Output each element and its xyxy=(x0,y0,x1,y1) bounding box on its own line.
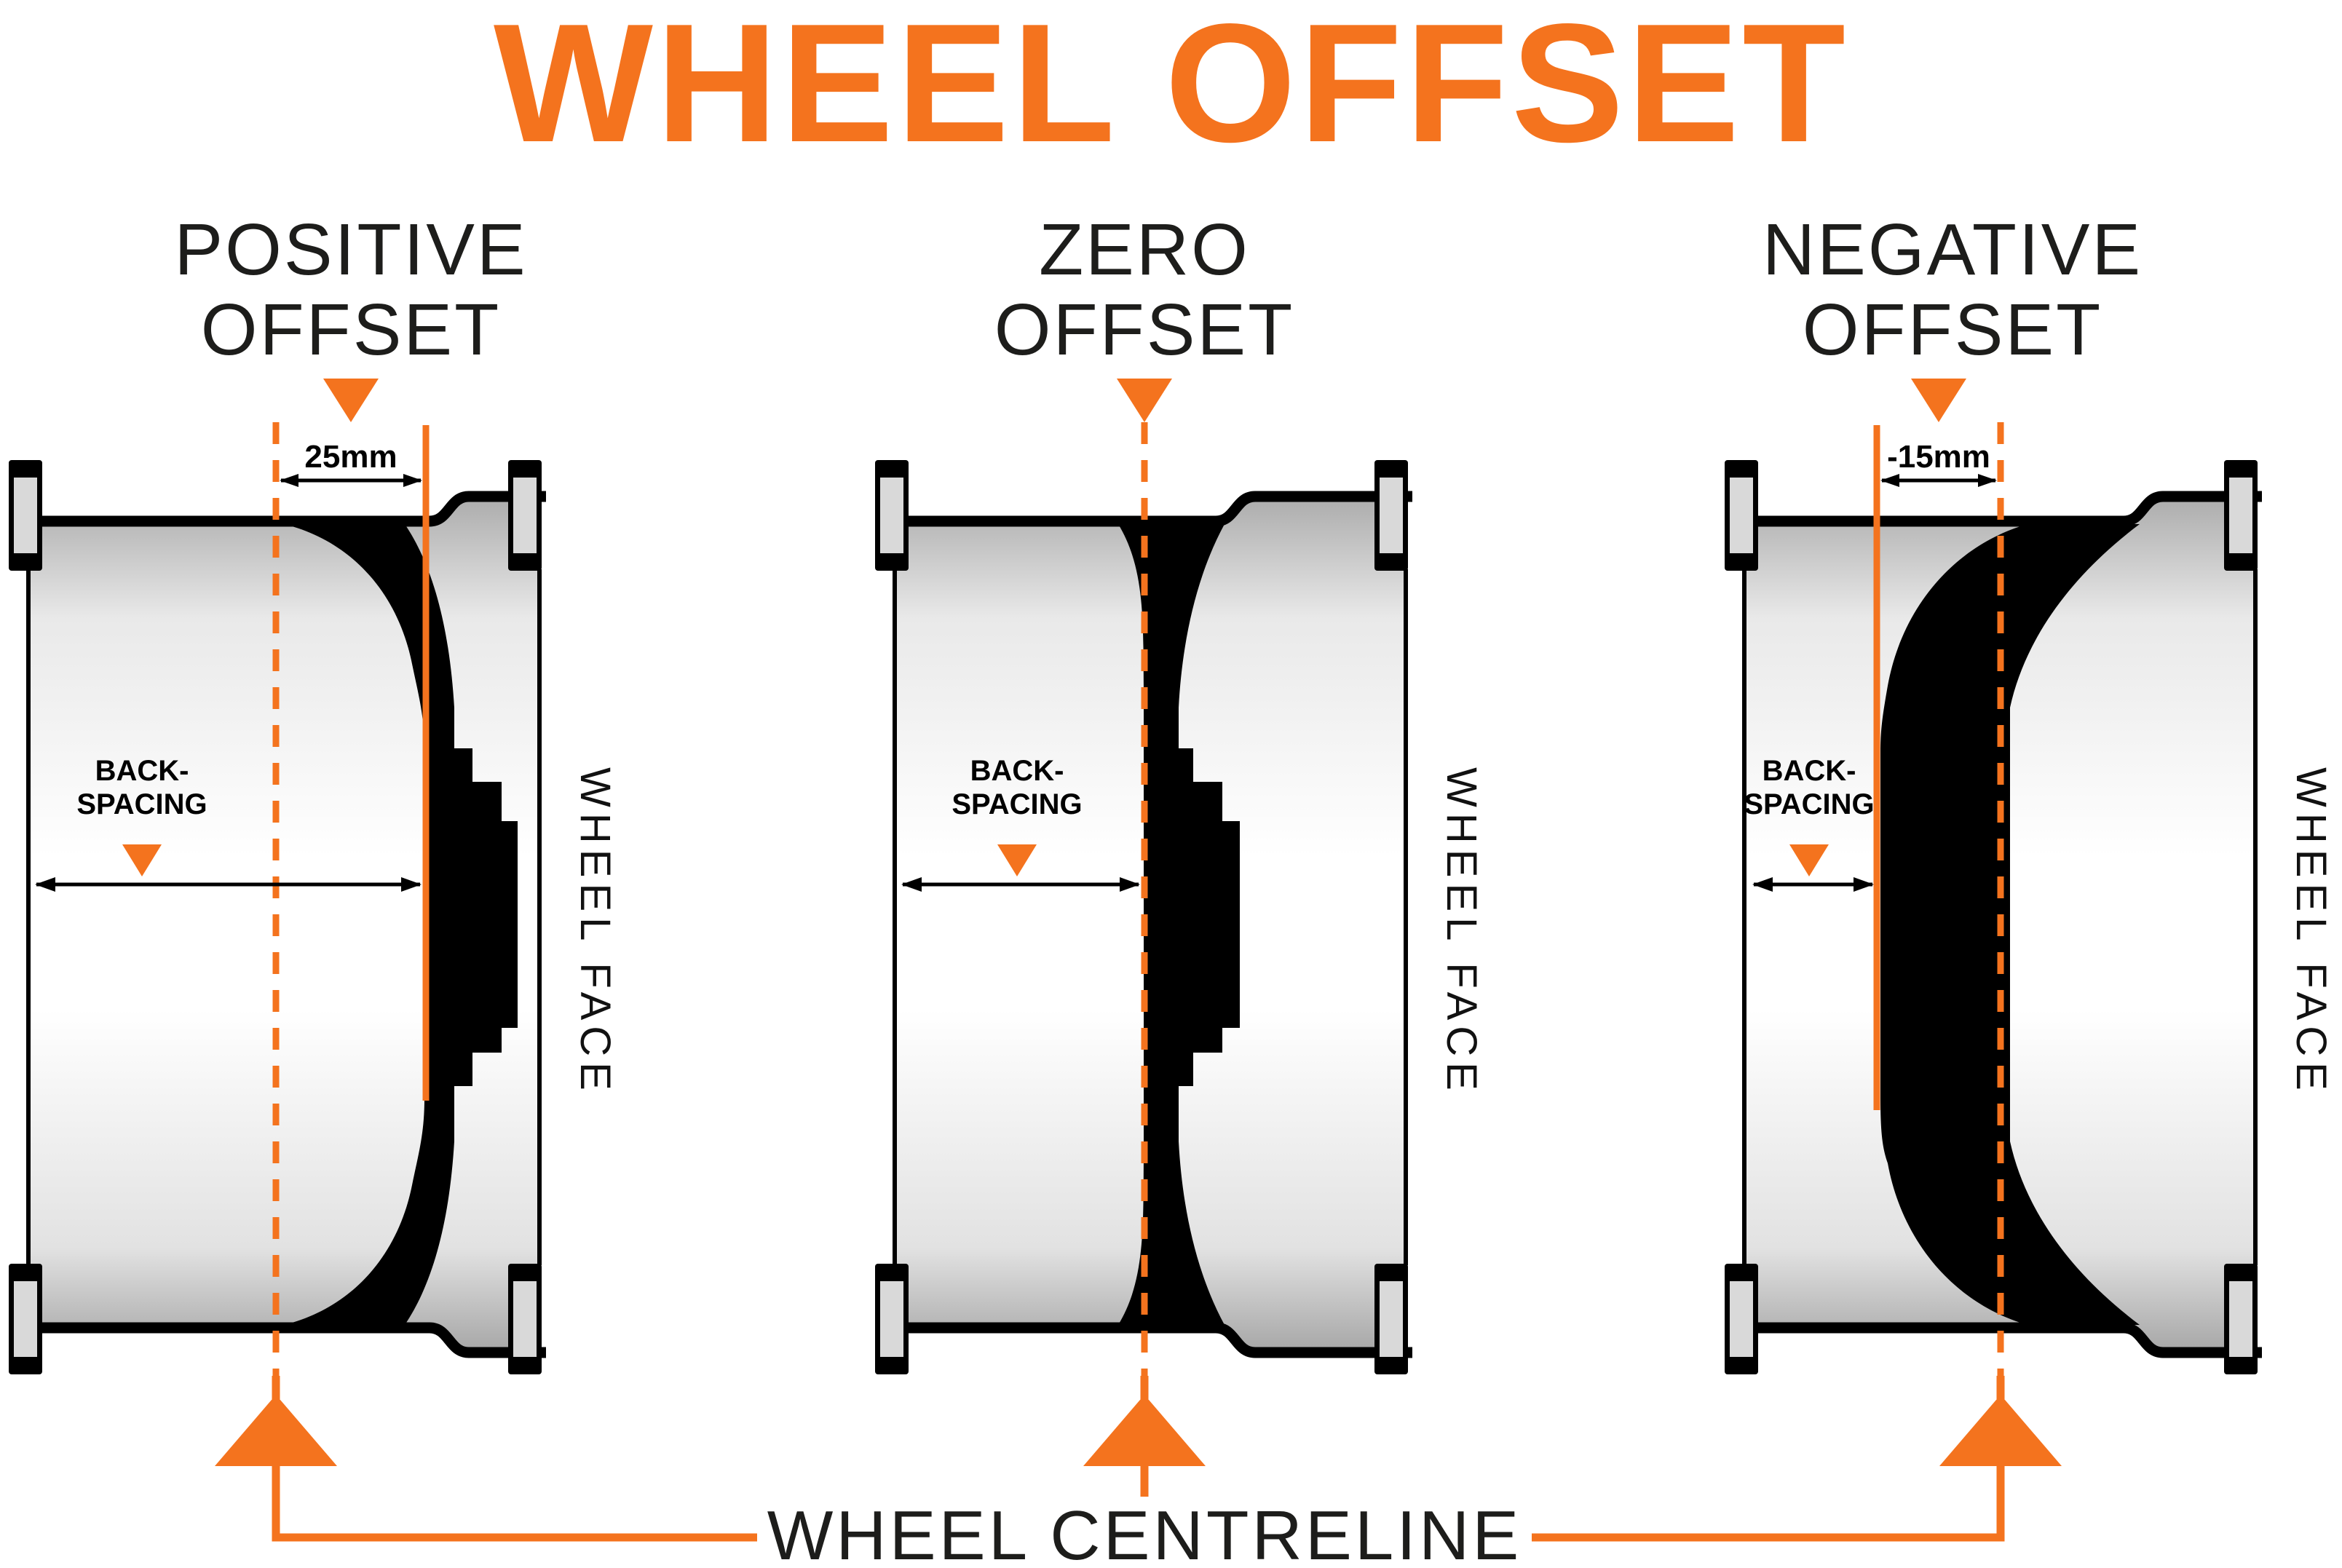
offset-measurement: -15mm xyxy=(1880,439,1997,487)
up-arrow-icon xyxy=(1939,1395,2062,1466)
wheel-cross-section xyxy=(1725,460,2262,1374)
down-arrow-icon xyxy=(1117,379,1172,422)
heading-line2: OFFSET xyxy=(1802,289,2103,371)
panel-heading-zero: ZERO OFFSET xyxy=(911,210,1377,370)
panel-negative-offset: NEGATIVE OFFSET xyxy=(1716,210,2342,1389)
rim-bottom-wall xyxy=(885,1322,1412,1358)
backspacing-label-line2: SPACING xyxy=(1744,788,1874,820)
heading-line2: OFFSET xyxy=(200,289,502,371)
wheel-cross-section xyxy=(9,460,546,1374)
wheel-diagram-negative: -15mm BACK- SPACING WHEEL FACE xyxy=(1725,379,2335,1379)
offset-value: 25mm xyxy=(304,439,397,475)
offset-value: -15mm xyxy=(1887,439,1990,475)
down-arrow-icon xyxy=(1911,379,1966,422)
wheel-face-label: WHEEL FACE xyxy=(571,767,619,1096)
hub-blocks xyxy=(424,748,518,1086)
hub-blocks xyxy=(1880,748,1978,1086)
heading-line2: OFFSET xyxy=(994,289,1295,371)
rim-flanges xyxy=(9,460,542,1374)
wheel-centreline-label: WHEEL CENTRELINE xyxy=(767,1497,1522,1568)
centreline-pointer-zero xyxy=(1083,1376,1206,1497)
heading-line1: ZERO xyxy=(1039,209,1250,290)
spoke-profile xyxy=(284,524,454,1325)
backspacing-label-line2: SPACING xyxy=(952,788,1082,820)
rim-top-wall xyxy=(1735,491,2262,527)
down-arrow-icon xyxy=(997,844,1037,876)
centreline-connector: WHEEL CENTRELINE xyxy=(215,1376,2062,1568)
up-arrow-icon xyxy=(215,1395,337,1466)
rim-bottom-wall xyxy=(19,1322,546,1358)
backspacing-label-line1: BACK- xyxy=(970,755,1064,787)
panel-heading-negative: NEGATIVE OFFSET xyxy=(1720,210,2185,370)
wheel-diagram-zero: BACK- SPACING WHEEL FACE xyxy=(875,379,1485,1379)
panel-zero-offset: ZERO OFFSET xyxy=(866,210,1492,1389)
wheel-face-label: WHEEL FACE xyxy=(1438,767,1485,1096)
backspacing-annotation: BACK- SPACING xyxy=(901,755,1140,892)
rim-top-wall xyxy=(885,491,1412,527)
page-title: WHEEL OFFSET xyxy=(493,0,1849,178)
wheel-face-label: WHEEL FACE xyxy=(2287,767,2335,1096)
down-arrow-icon xyxy=(1789,844,1829,876)
centreline-pointer-negative xyxy=(1532,1376,2062,1542)
panel-positive-offset: POSITIVE OFFSET xyxy=(0,210,626,1389)
hub-blocks xyxy=(1144,748,1240,1086)
rim-bottom-wall xyxy=(1735,1322,2262,1358)
down-arrow-icon xyxy=(323,379,379,422)
rim-flanges xyxy=(1725,460,2258,1374)
backspacing-annotation: BACK- SPACING xyxy=(1744,755,1875,892)
heading-line1: POSITIVE xyxy=(174,209,528,290)
down-arrow-icon xyxy=(122,844,162,876)
up-arrow-icon xyxy=(1083,1395,1206,1466)
centreline-pointer-positive xyxy=(215,1376,757,1542)
backspacing-label-line2: SPACING xyxy=(76,788,207,820)
wheel-diagram-positive: 25mm BACK- SPACING WHEEL FACE xyxy=(9,379,619,1379)
rim-top-wall xyxy=(19,491,546,527)
backspacing-annotation: BACK- SPACING xyxy=(35,755,422,892)
rim-flanges xyxy=(875,460,1408,1374)
offset-measurement: 25mm xyxy=(280,439,422,487)
backspacing-label-line1: BACK- xyxy=(95,755,189,787)
backspacing-label-line1: BACK- xyxy=(1763,755,1856,787)
heading-line1: NEGATIVE xyxy=(1762,209,2143,290)
panel-heading-positive: POSITIVE OFFSET xyxy=(118,210,584,370)
spoke-profile xyxy=(1880,524,2140,1325)
